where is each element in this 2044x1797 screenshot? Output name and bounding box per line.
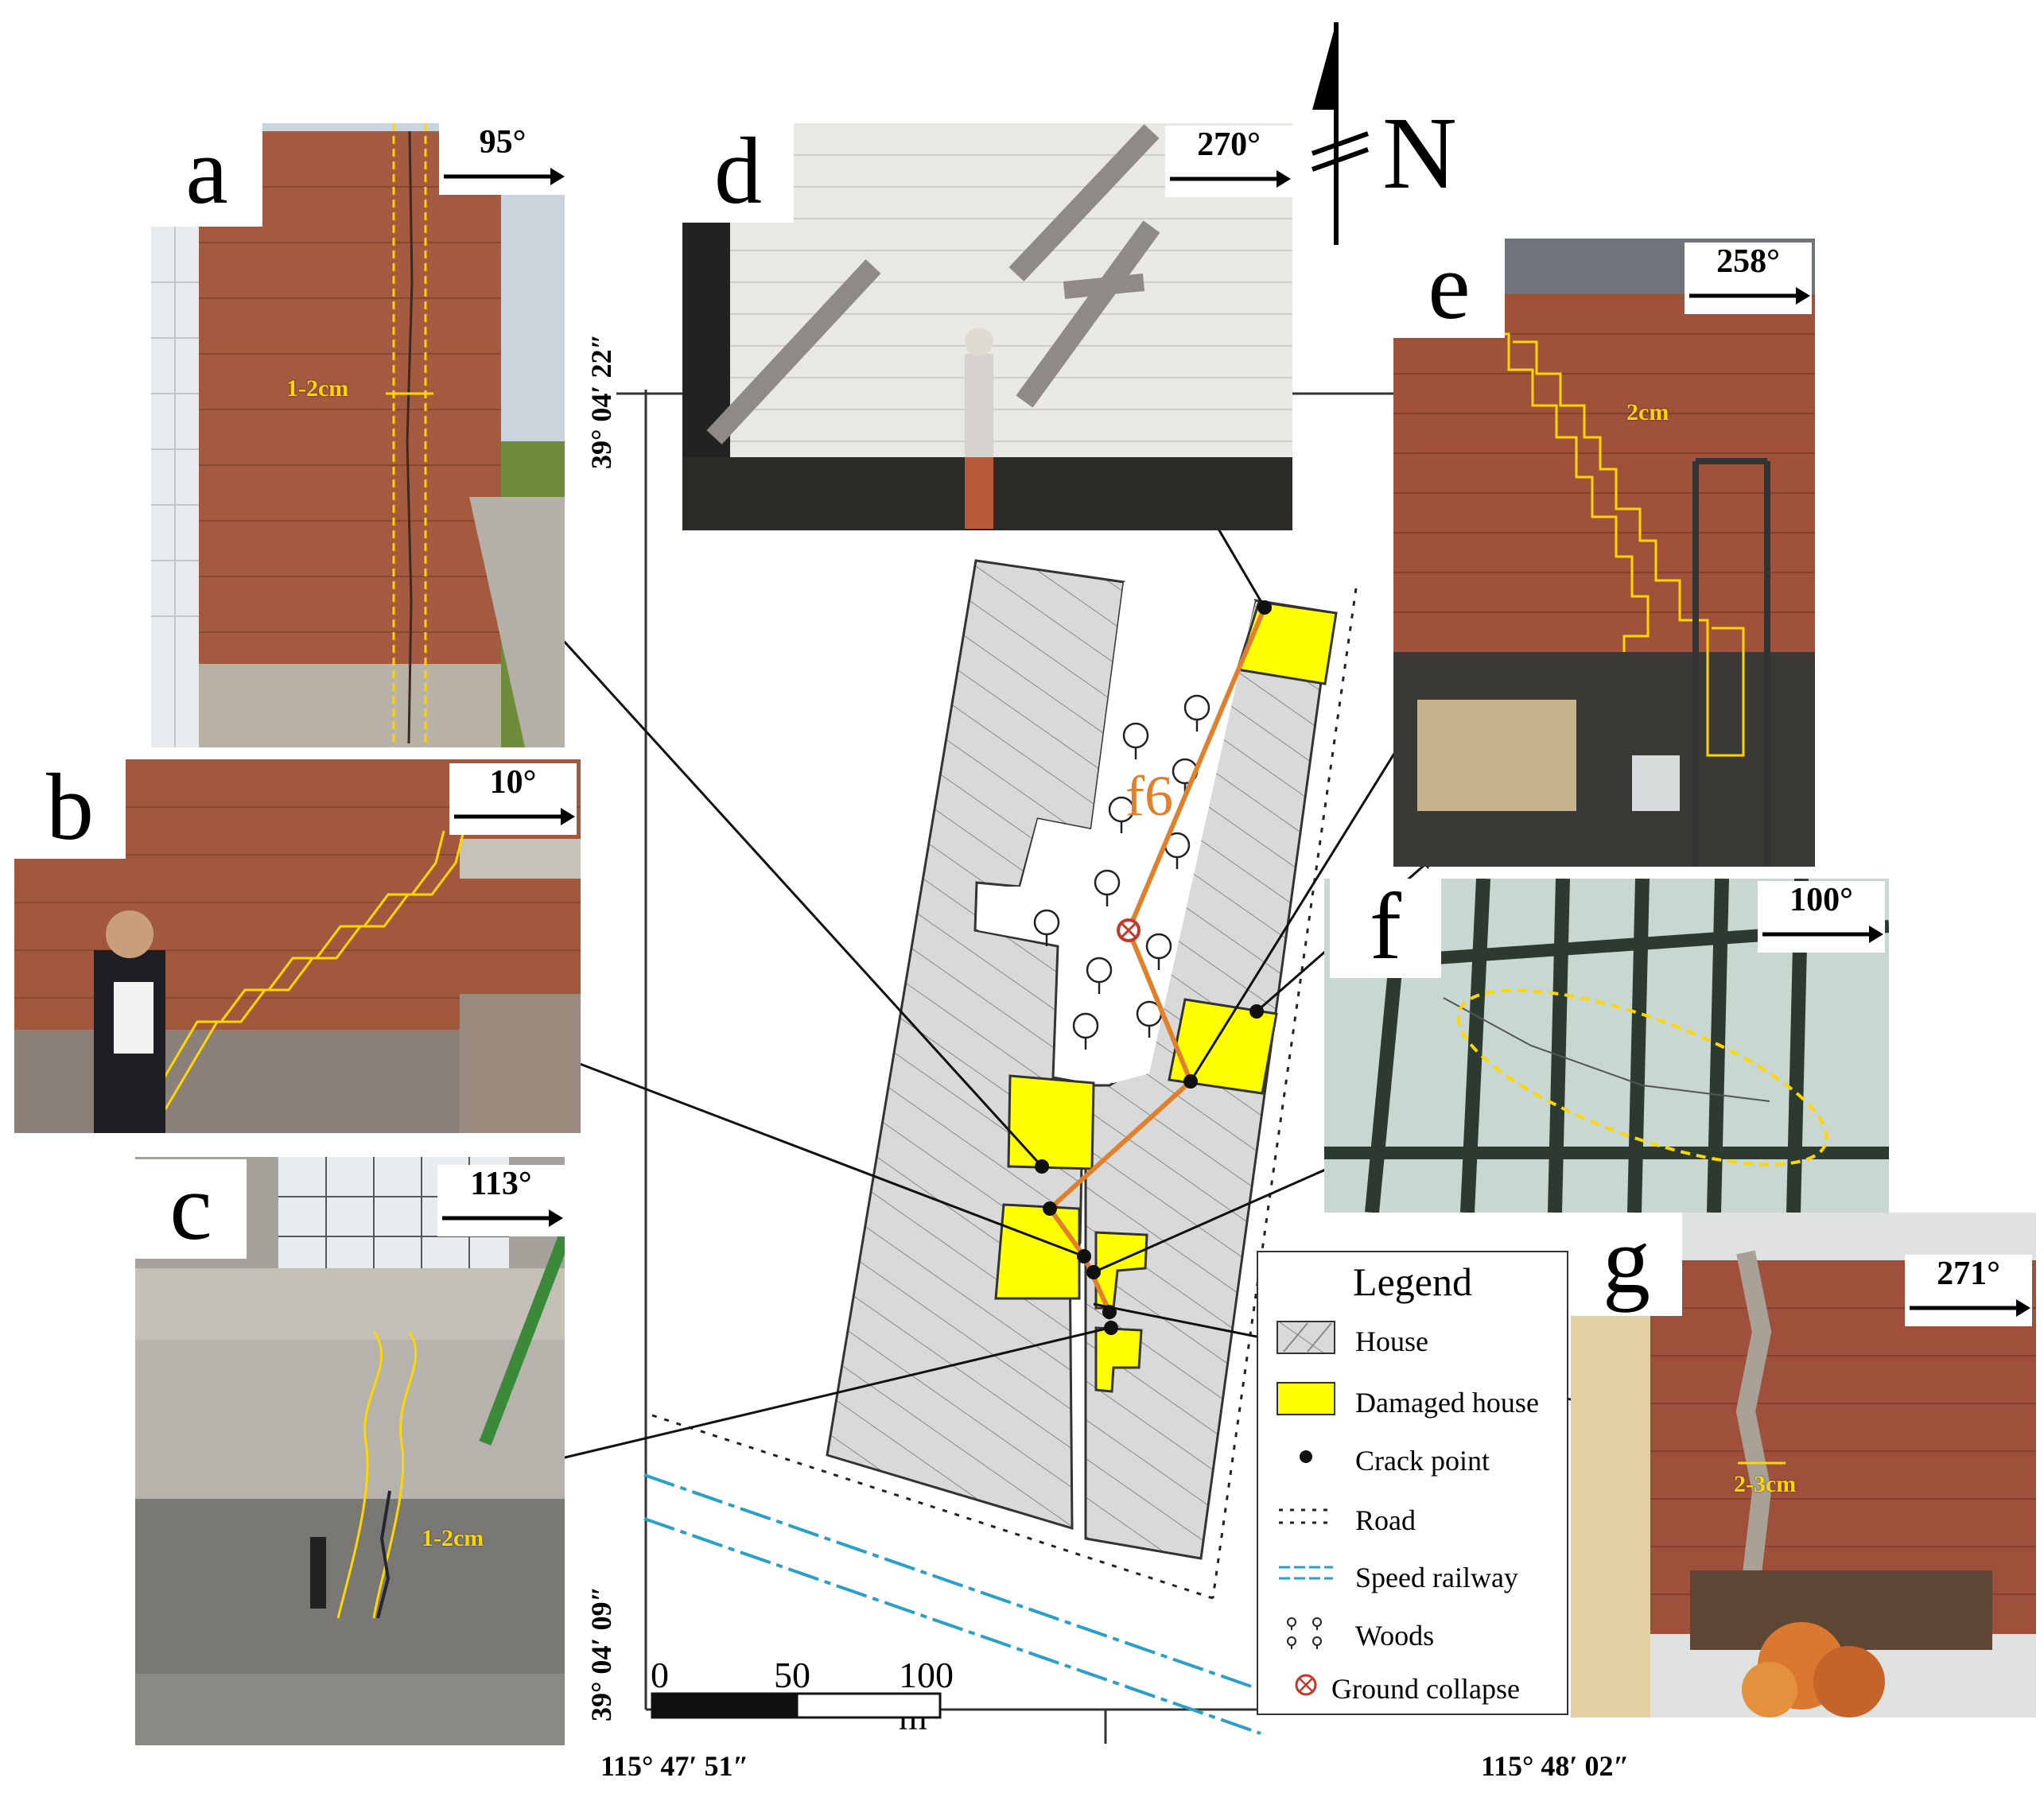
legend-label-road: Road bbox=[1355, 1504, 1416, 1536]
ground-collapse-marker bbox=[1117, 918, 1141, 942]
legend-item-house: House bbox=[1276, 1320, 1570, 1360]
label-photo-d: d bbox=[682, 123, 794, 223]
crack-point-swatch bbox=[1300, 1450, 1312, 1463]
ground-collapse-swatch bbox=[1295, 1674, 1317, 1696]
damaged-house-1 bbox=[1236, 600, 1338, 685]
direction-label-e: 258° bbox=[1716, 243, 1780, 280]
photo-c bbox=[135, 1157, 565, 1745]
scale-label-50: 50 bbox=[774, 1655, 810, 1695]
damaged-house-2 bbox=[1168, 998, 1278, 1095]
fault-label-f6: f6 bbox=[1125, 764, 1173, 828]
house-swatch bbox=[1277, 1321, 1335, 1354]
north-arrow: N bbox=[1304, 14, 1463, 253]
road-east bbox=[1211, 588, 1358, 1599]
direction-photo-b: 10° bbox=[449, 763, 577, 835]
direction-photo-e: 258° bbox=[1685, 243, 1812, 314]
lon-right-label: 115° 48′ 02″ bbox=[1481, 1750, 1630, 1782]
direction-arrow-icon bbox=[1762, 926, 1883, 943]
railway-line-1 bbox=[643, 1473, 1261, 1691]
damaged-house-6 bbox=[1094, 1326, 1143, 1393]
legend-label-damaged-house: Damaged house bbox=[1355, 1387, 1539, 1419]
direction-photo-f: 100° bbox=[1758, 881, 1885, 953]
direction-arrow-icon bbox=[1910, 1299, 2030, 1317]
direction-photo-d: 270° bbox=[1165, 126, 1292, 197]
label-photo-b: b bbox=[14, 759, 126, 859]
road-south bbox=[651, 1414, 1214, 1600]
woods-swatch bbox=[1287, 1617, 1322, 1649]
scale-label-0: 0 bbox=[651, 1655, 669, 1695]
direction-label-g: 271° bbox=[1937, 1256, 2000, 1292]
legend: Legend House Damaged house Crack point R… bbox=[1257, 1251, 1568, 1715]
measure-photo-g: 2-3cm bbox=[1734, 1471, 1797, 1497]
legend-item-speed-railway: Speed railway bbox=[1276, 1556, 1570, 1596]
legend-item-road: Road bbox=[1276, 1499, 1570, 1539]
label-photo-f: f bbox=[1330, 879, 1441, 978]
railway-swatch bbox=[1279, 1566, 1333, 1580]
direction-photo-a: 95° bbox=[439, 123, 566, 195]
label-photo-g: g bbox=[1571, 1213, 1682, 1316]
legend-item-crack-point: Crack point bbox=[1276, 1439, 1570, 1479]
direction-photo-g: 271° bbox=[1905, 1255, 2032, 1326]
legend-label-crack-point: Crack point bbox=[1355, 1445, 1490, 1477]
direction-label-c: 113° bbox=[470, 1166, 532, 1202]
direction-arrow-icon bbox=[454, 808, 575, 825]
crack-point-5 bbox=[1043, 1201, 1057, 1216]
railway-line-2 bbox=[643, 1517, 1261, 1735]
crack-point-9 bbox=[1104, 1321, 1118, 1335]
direction-arrow-icon bbox=[1689, 287, 1810, 305]
legend-item-woods: Woods bbox=[1276, 1614, 1570, 1654]
north-arrow-head bbox=[1312, 22, 1336, 110]
measure-photo-c: 1-2cm bbox=[422, 1525, 484, 1551]
label-photo-e: e bbox=[1393, 239, 1505, 338]
legend-title: Legend bbox=[1353, 1259, 1472, 1304]
damaged-house-4 bbox=[994, 1203, 1081, 1300]
legend-label-ground-collapse: Ground collapse bbox=[1331, 1673, 1520, 1705]
direction-photo-c: 113° bbox=[437, 1165, 565, 1236]
damaged-house-swatch bbox=[1277, 1382, 1335, 1415]
scale-bar: 0 50 100 m bbox=[651, 1654, 954, 1737]
legend-label-house: House bbox=[1355, 1325, 1428, 1357]
direction-label-f: 100° bbox=[1789, 882, 1853, 918]
road-swatch bbox=[1279, 1508, 1333, 1524]
lat-top-label: 39° 04′ 22″ bbox=[585, 333, 617, 469]
legend-label-woods: Woods bbox=[1355, 1620, 1435, 1651]
direction-arrow-icon bbox=[444, 168, 565, 185]
direction-arrow-icon bbox=[442, 1209, 563, 1227]
measure-photo-e: 2cm bbox=[1626, 399, 1669, 425]
legend-item-damaged-house: Damaged house bbox=[1276, 1381, 1570, 1421]
damaged-house-5 bbox=[1094, 1231, 1148, 1310]
direction-label-a: 95° bbox=[479, 124, 527, 161]
direction-label-d: 270° bbox=[1197, 126, 1261, 163]
lat-bottom-label: 39° 04′ 09″ bbox=[585, 1585, 617, 1721]
north-label: N bbox=[1382, 96, 1457, 211]
photo-g bbox=[1571, 1213, 2036, 1717]
legend-label-speed-railway: Speed railway bbox=[1355, 1562, 1518, 1593]
direction-label-b: 10° bbox=[489, 764, 537, 801]
lon-left-label: 115° 47′ 51″ bbox=[600, 1750, 749, 1782]
crack-points bbox=[1035, 600, 1272, 1335]
photo-b bbox=[14, 759, 581, 1133]
measure-photo-a: 1-2cm bbox=[286, 375, 349, 402]
label-photo-c: c bbox=[135, 1159, 247, 1259]
fault-line-f6 bbox=[1047, 606, 1267, 1314]
damaged-house-3 bbox=[1007, 1074, 1095, 1170]
label-photo-a: a bbox=[151, 123, 262, 227]
legend-item-ground-collapse: Ground collapse bbox=[1276, 1667, 1570, 1707]
direction-arrow-icon bbox=[1170, 170, 1291, 188]
